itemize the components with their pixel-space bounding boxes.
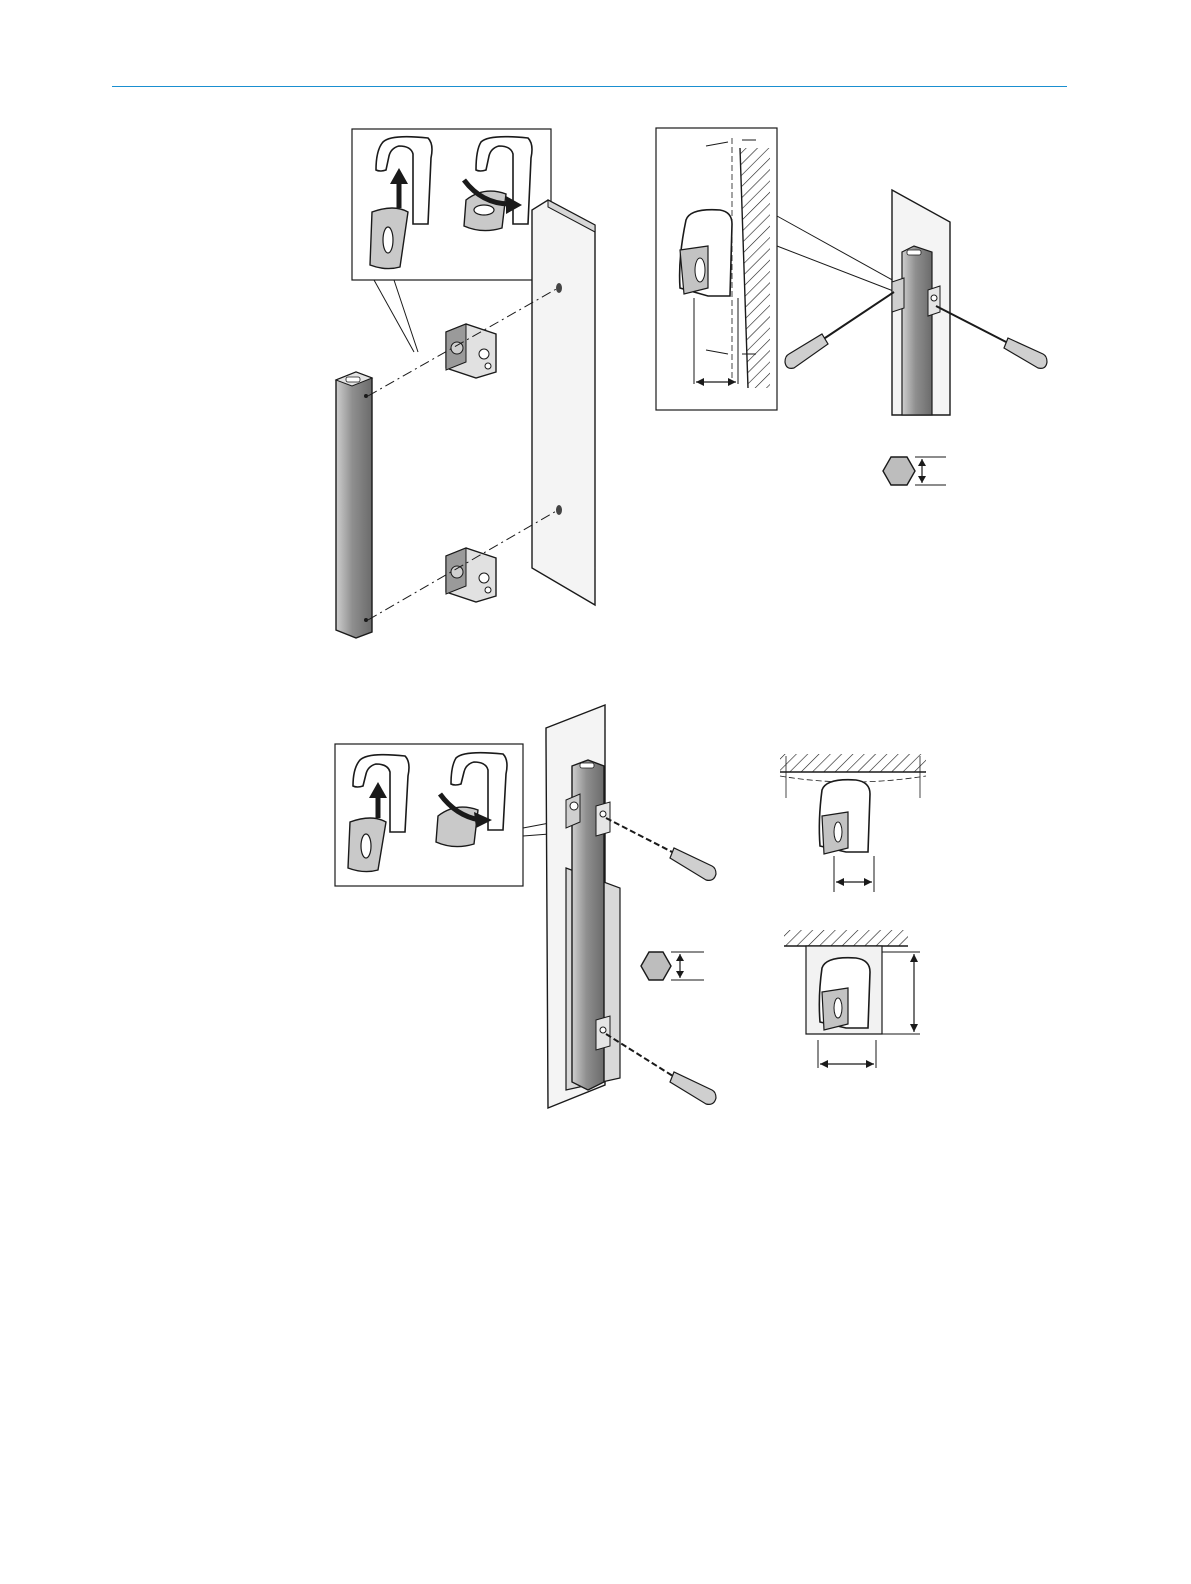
hex-wrench-size-icon [883,457,946,485]
screwdriver-icon [606,818,716,880]
fig-bottom-right [780,754,926,1068]
bracket-upper [446,324,496,378]
fig-top-left [336,129,595,638]
fig-bottom-left [335,705,716,1108]
detail-box-top-right [656,128,777,410]
clearance-detail-angle [780,754,926,892]
door-panel-top-left [532,200,595,605]
hex-wrench-size-icon [641,952,704,980]
fig-top-right [656,128,1047,485]
screwdriver-icon [606,1034,716,1104]
inset-box-top-left [352,129,551,280]
bracket-lower [446,548,496,602]
clearance-detail-depth [784,930,920,1068]
handle-bar [336,372,372,638]
screwdriver-icon [785,292,894,368]
screwdriver-icon [936,306,1047,368]
inset-box-bottom-left [335,744,523,886]
